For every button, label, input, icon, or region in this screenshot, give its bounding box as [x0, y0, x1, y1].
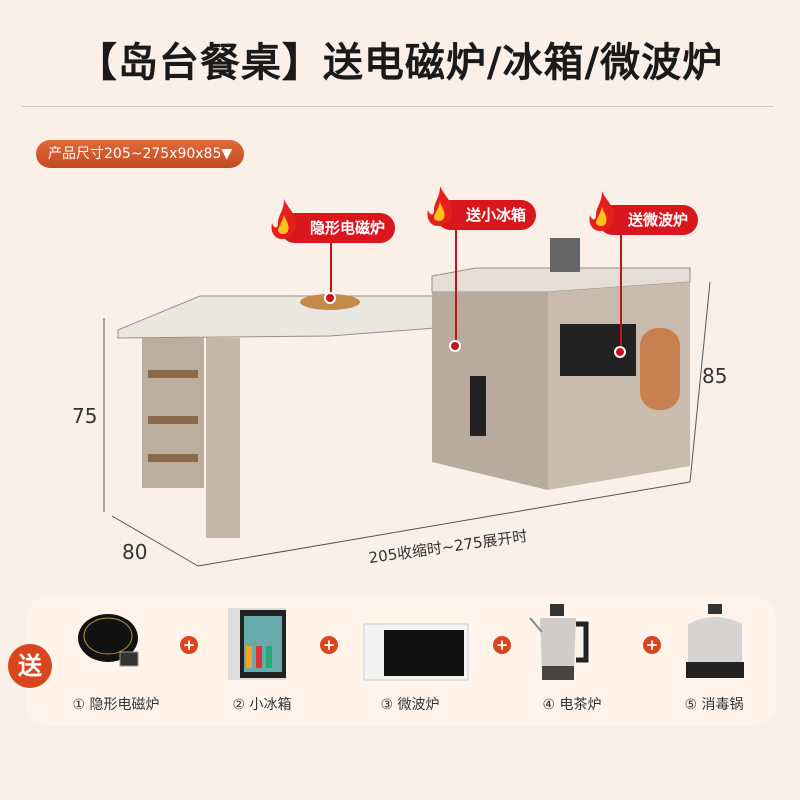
- gift-badge: 送: [8, 644, 52, 688]
- callout-dot: [449, 340, 461, 352]
- callout-microwave: 送微波炉: [589, 191, 699, 235]
- divider: [22, 106, 774, 107]
- gift-label-induction: ① 隐形电磁炉: [72, 697, 160, 713]
- plus-icon: +: [493, 636, 511, 654]
- fridge-door: [640, 328, 680, 410]
- gift-label-kettle: ④ 电茶炉: [542, 697, 602, 713]
- dimension-depth: 80: [122, 540, 148, 564]
- kettle: [550, 238, 580, 272]
- flame-icon: [271, 199, 297, 239]
- plus-icon: +: [320, 636, 338, 654]
- sterilizer-pot-icon: [686, 604, 744, 678]
- callout-label: 送小冰箱: [466, 206, 527, 224]
- callout-dot: [614, 346, 626, 358]
- callout-fridge: 送小冰箱: [427, 186, 537, 230]
- gift-label-microwave: ③ 微波炉: [380, 697, 440, 713]
- flame-icon: [427, 186, 453, 226]
- cabinet-vent: [470, 376, 486, 436]
- flame-icon: [589, 191, 615, 231]
- induction-cooker-icon: [78, 614, 139, 667]
- callout-label: 送微波炉: [628, 211, 689, 229]
- callout-pointer: [620, 230, 622, 352]
- mini-fridge-icon: [228, 608, 286, 680]
- island-table-illustration: [103, 238, 711, 567]
- plus-icon: +: [180, 636, 198, 654]
- dimension-cabinet-height: 85: [702, 364, 728, 388]
- callout-label: 隐形电磁炉: [310, 219, 386, 237]
- dimension-table-height: 75: [72, 404, 98, 428]
- callout-pointer: [330, 240, 332, 296]
- microwave-icon: [363, 623, 469, 681]
- callout-induction: 隐形电磁炉: [271, 199, 396, 243]
- plus-icon: +: [643, 636, 661, 654]
- table-leg-shelf: [142, 338, 204, 488]
- cabinet-side: [432, 292, 548, 490]
- size-badge: 产品尺寸205~275x90x85▼: [36, 140, 245, 168]
- table-leg: [206, 338, 240, 538]
- gift-label-fridge: ② 小冰箱: [232, 697, 292, 713]
- electric-kettle-icon: [529, 604, 589, 680]
- callout-dot: [324, 292, 336, 304]
- page-title: 【岛台餐桌】送电磁炉/冰箱/微波炉: [76, 40, 724, 86]
- gift-label-sterilizer: ⑤ 消毒锅: [684, 697, 744, 713]
- dimension-lines: [103, 281, 711, 567]
- callout-pointer: [455, 228, 457, 346]
